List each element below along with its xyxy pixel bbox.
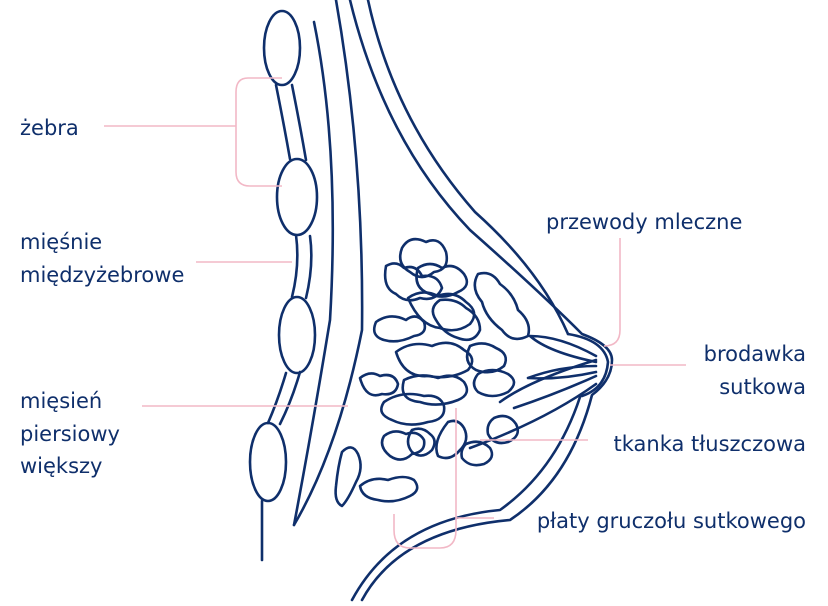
lobe: [403, 375, 467, 404]
lobe: [336, 447, 361, 506]
label-fat: tkanka tłuszczowa: [614, 428, 806, 461]
label-pectoral: mięsień piersiowy większy: [20, 385, 120, 483]
label-ribs: żebra: [20, 112, 79, 145]
label-pectoral-line-2: piersiowy: [20, 418, 120, 451]
bracket-ribs: [236, 78, 282, 186]
lobe: [475, 273, 529, 339]
leader-ducts: [604, 238, 620, 346]
intercostal-muscle: [276, 85, 290, 159]
rib-2: [277, 159, 317, 235]
rib-4: [250, 423, 286, 501]
label-intercostal-line-1: mięśnie: [20, 226, 184, 259]
label-intercostal: mięśnie międzyżebrowe: [20, 226, 184, 291]
label-nipple-line-2: sutkowa: [704, 371, 806, 404]
label-lobes: płaty gruczołu sutkowego: [537, 505, 806, 538]
label-nipple: brodawka sutkowa: [704, 338, 806, 403]
rib-3: [279, 297, 315, 373]
lobe: [474, 370, 514, 396]
label-pectoral-line-3: większy: [20, 450, 120, 483]
lobe: [400, 239, 447, 277]
label-pectoral-line-1: mięsień: [20, 385, 120, 418]
lobe: [360, 477, 417, 501]
lobe: [396, 343, 472, 377]
label-intercostal-line-2: międzyżebrowe: [20, 259, 184, 292]
label-nipple-line-1: brodawka: [704, 338, 806, 371]
label-ducts: przewody mleczne: [546, 206, 742, 239]
rib-1: [264, 11, 300, 85]
lobe: [360, 373, 398, 395]
pectoral-muscle: [294, 22, 333, 525]
lobe: [381, 394, 444, 425]
lobe: [374, 316, 425, 341]
